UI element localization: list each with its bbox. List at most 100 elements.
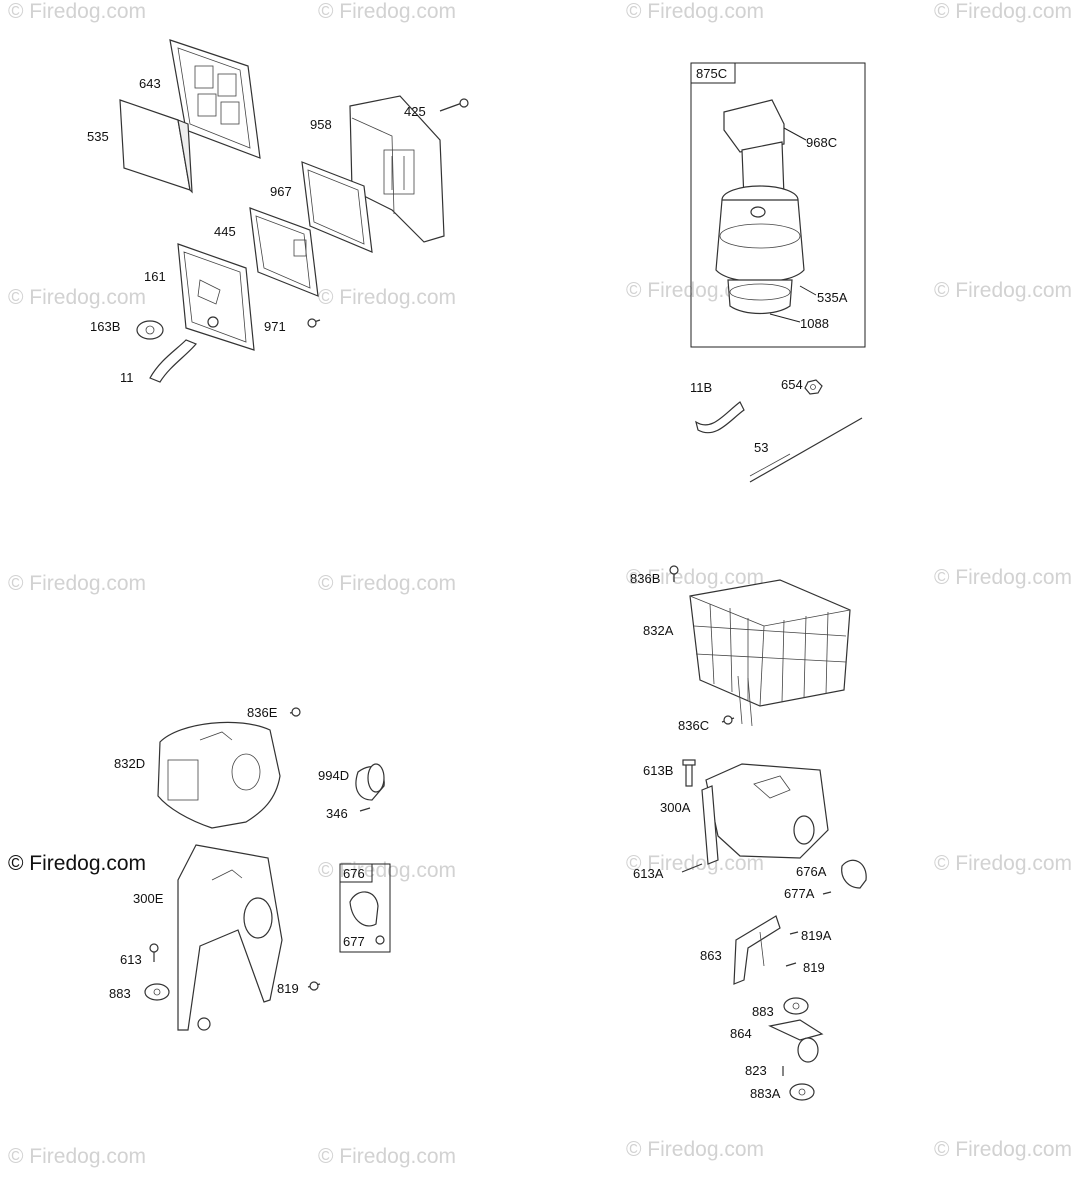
watermark: © Firedog.com: [934, 1138, 1072, 1161]
part-819A-screw: [789, 931, 799, 935]
part-643-frame: [169, 39, 261, 159]
part-883b-gasket: [783, 997, 809, 1015]
label-836E: 836E: [247, 705, 278, 720]
part-863-bracket: [733, 915, 781, 985]
part-613A-bolt: [681, 863, 703, 873]
part-676-deflector: [349, 891, 385, 945]
watermark: © Firedog.com: [934, 0, 1072, 23]
label-832D: 832D: [114, 756, 145, 771]
label-819: 819: [277, 981, 299, 996]
label-613: 613: [120, 952, 142, 967]
label-613B: 613B: [643, 763, 673, 778]
part-971-screw: [307, 318, 321, 328]
label-819b: 819: [803, 960, 825, 975]
label-958: 958: [310, 117, 332, 132]
muffler-assembly-A: 836B 832A 836C 613B 300A 613A 676A 677A …: [630, 565, 867, 1101]
watermark: © Firedog.com: [8, 286, 146, 309]
label-161: 161: [144, 269, 166, 284]
part-654-nut: [804, 379, 823, 395]
watermark: © Firedog.com: [8, 1145, 146, 1168]
part-445-gasket: [249, 207, 319, 297]
part-11B-hose: [695, 401, 745, 434]
kit-label-box-676: [339, 863, 373, 883]
watermark: © Firedog.com: [318, 1145, 456, 1168]
watermark: © Firedog.com: [626, 1138, 764, 1161]
label-300E: 300E: [133, 891, 164, 906]
part-836C-screw: [721, 715, 735, 725]
label-643: 643: [139, 76, 161, 91]
part-968C-stack: [723, 99, 785, 201]
part-11-hose: [149, 339, 197, 383]
part-161-base: [177, 243, 255, 351]
label-654: 654: [781, 377, 803, 392]
part-819-screw: [307, 981, 321, 991]
label-676: 676: [343, 866, 365, 881]
label-819A: 819A: [801, 928, 832, 943]
label-863: 863: [700, 948, 722, 963]
watermark: © Firedog.com: [934, 852, 1072, 875]
watermark: © Firedog.com: [626, 0, 764, 23]
watermark: © Firedog.com: [626, 566, 764, 589]
watermark: © Firedog.com: [318, 859, 456, 882]
watermarks: © Firedog.com © Firedog.com © Firedog.co…: [8, 0, 1072, 1168]
part-535A-bowl: [715, 185, 805, 283]
label-1088: 1088: [800, 316, 829, 331]
part-53-rod: [749, 417, 863, 483]
label-677A: 677A: [784, 886, 815, 901]
label-994D: 994D: [318, 768, 349, 783]
watermark-dark: © Firedog.com: [8, 852, 146, 875]
watermark: © Firedog.com: [8, 0, 146, 23]
part-676A-deflector: [841, 859, 867, 889]
label-836C: 836C: [678, 718, 709, 733]
oil-bath-air-cleaner: 875C 968C 535A 1088: [690, 62, 866, 483]
label-445: 445: [214, 224, 236, 239]
label-832A: 832A: [643, 623, 674, 638]
label-968C: 968C: [806, 135, 837, 150]
watermark: © Firedog.com: [318, 0, 456, 23]
part-425-screw: [439, 98, 469, 112]
part-883-gasket: [144, 983, 170, 1001]
label-11: 11: [120, 370, 134, 385]
kit-label-box-875C: [690, 62, 736, 84]
label-823: 823: [745, 1063, 767, 1078]
kit-box-875C: [690, 62, 866, 348]
part-1088-base: [727, 279, 793, 315]
part-535-filter: [119, 99, 193, 194]
muffler-assembly-E: 836E 832D 994D 346 676 677 300E 613 883 …: [109, 705, 391, 1031]
label-535: 535: [87, 129, 109, 144]
label-971: 971: [264, 319, 286, 334]
watermark: © Firedog.com: [318, 286, 456, 309]
part-883A-gasket: [789, 1083, 815, 1101]
label-346: 346: [326, 806, 348, 821]
label-967: 967: [270, 184, 292, 199]
watermark: © Firedog.com: [318, 572, 456, 595]
label-11B: 11B: [690, 380, 712, 395]
watermark: © Firedog.com: [8, 572, 146, 595]
air-cleaner-assembly: 643 535 958 425 967 445 161 163B 971 11: [87, 39, 469, 385]
label-875C: 875C: [696, 66, 727, 81]
part-994D-tube: [355, 763, 385, 801]
label-883b: 883: [752, 1004, 774, 1019]
part-967-filter: [301, 161, 373, 253]
label-300A: 300A: [660, 800, 691, 815]
part-836E-screw: [289, 707, 301, 717]
label-883A: 883A: [750, 1086, 781, 1101]
label-425: 425: [404, 104, 426, 119]
part-836B-screw: [669, 565, 679, 582]
label-883: 883: [109, 986, 131, 1001]
label-535A: 535A: [817, 290, 848, 305]
part-300E-muffler: [177, 844, 283, 1031]
part-864-adapter: [768, 1019, 824, 1063]
part-819b-screw: [785, 962, 797, 967]
label-53: 53: [754, 440, 768, 455]
watermark: © Firedog.com: [934, 566, 1072, 589]
watermark: © Firedog.com: [626, 852, 764, 875]
part-613-screw: [149, 943, 159, 962]
part-832A-guard: [689, 579, 851, 727]
part-163B-gasket: [136, 320, 164, 340]
label-676A: 676A: [796, 864, 827, 879]
part-613B-bolt: [682, 759, 696, 787]
label-836B: 836B: [630, 571, 660, 586]
label-613A: 613A: [633, 866, 664, 881]
